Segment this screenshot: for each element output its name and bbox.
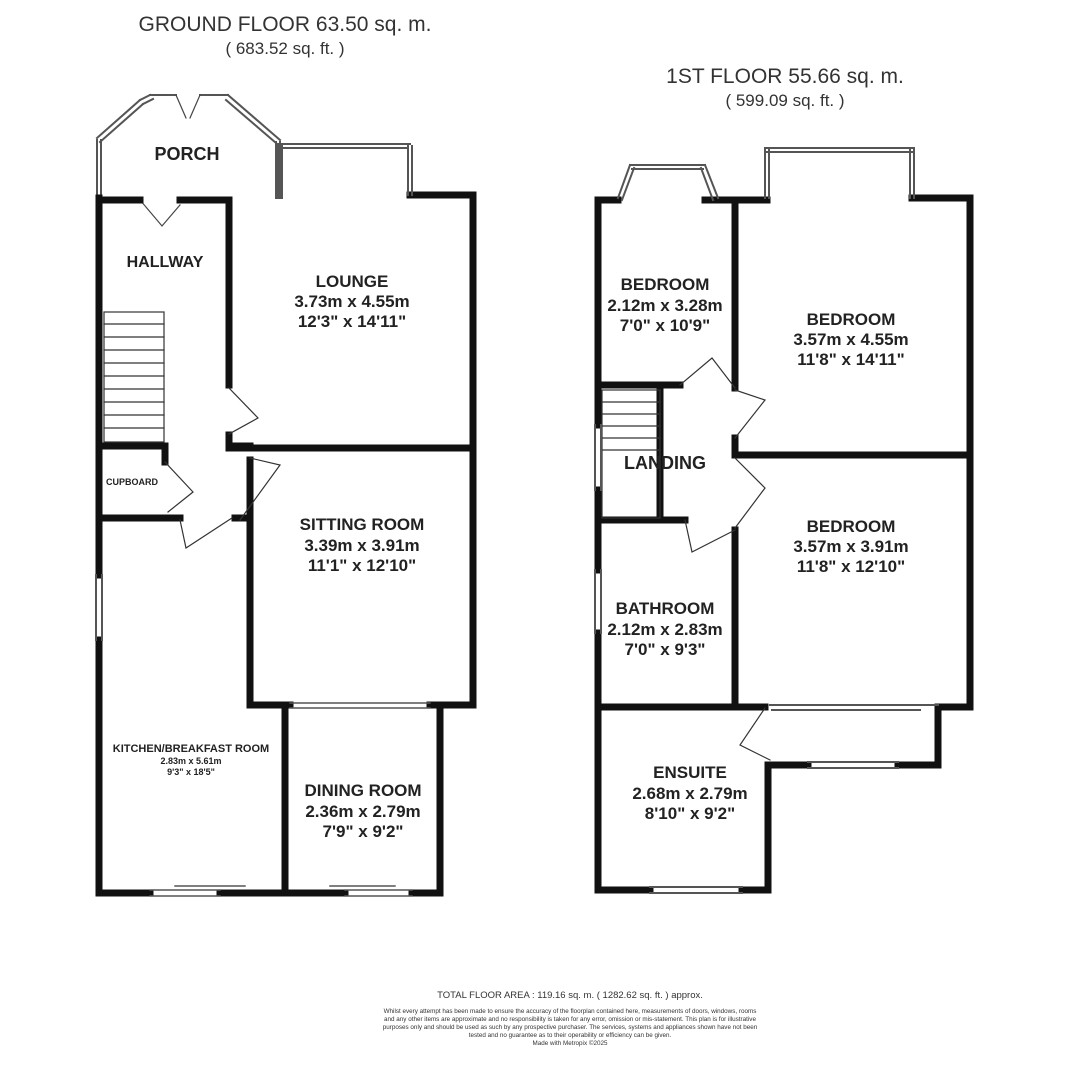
first-floor-title: 1ST FLOOR 55.66 sq. m. ( 599.09 sq. ft. … <box>590 65 980 113</box>
room-sitting-metric: 3.39m x 3.91m <box>304 536 419 555</box>
room-sitting-imperial: 11'1" x 12'10" <box>308 556 416 575</box>
total-floor-area: TOTAL FLOOR AREA : 119.16 sq. m. ( 1282.… <box>437 990 703 1001</box>
ground-staircase <box>103 311 165 443</box>
porch-front-door <box>139 94 201 227</box>
ground-room-labels: PORCH HALLWAY LOUNGE 3.73m x 4.55m 12'3"… <box>106 144 424 841</box>
ground-floor-plan <box>95 93 477 897</box>
room-cupboard-name: CUPBOARD <box>106 477 159 487</box>
small-bedroom-bay-window <box>616 163 720 202</box>
ground-floor-area-sqft: ( 683.52 sq. ft. ) <box>225 39 345 58</box>
front-bedroom-bay-window <box>764 147 915 199</box>
first-floor-plan <box>594 147 974 894</box>
room-porch-name: PORCH <box>154 144 219 164</box>
porch-bay-window <box>95 93 282 199</box>
ground-door-swings <box>164 387 282 549</box>
room-ensuite-metric: 2.68m x 2.79m <box>632 784 747 803</box>
room-kitchen-imperial: 9'3" x 18'5" <box>167 767 215 777</box>
room-lounge-name: LOUNGE <box>316 272 389 291</box>
room-dining-imperial: 7'9" x 9'2" <box>323 822 404 841</box>
rear-patio-doors <box>149 702 431 897</box>
first-floor-area-sqft: ( 599.09 sq. ft. ) <box>725 91 845 110</box>
disclaimer-text: Whilst every attempt has been made to en… <box>382 1008 758 1039</box>
room-kitchen-metric: 2.83m x 5.61m <box>160 756 221 766</box>
room-bedroom-front-name: BEDROOM <box>807 310 896 329</box>
room-ensuite-imperial: 8'10" x 9'2" <box>645 804 735 823</box>
landing-window <box>594 424 602 634</box>
first-floor-area: 1ST FLOOR 55.66 sq. m. <box>666 65 904 88</box>
lounge-bay-window <box>277 143 413 199</box>
room-dining-metric: 2.36m x 2.79m <box>305 802 420 821</box>
room-lounge-metric: 3.73m x 4.55m <box>294 292 409 311</box>
room-bedroom-small-imperial: 7'0" x 10'9" <box>620 316 710 335</box>
first-room-labels: BEDROOM 2.12m x 3.28m 7'0" x 10'9" BEDRO… <box>607 275 908 823</box>
room-sitting-name: SITTING ROOM <box>300 515 425 534</box>
room-bathroom-name: BATHROOM <box>616 599 715 618</box>
first-door-swings <box>679 357 771 761</box>
room-landing-name: LANDING <box>624 453 706 473</box>
first-rear-windows <box>649 704 939 894</box>
room-kitchen-name: KITCHEN/BREAKFAST ROOM <box>113 743 269 755</box>
room-lounge-imperial: 12'3" x 14'11" <box>298 312 406 331</box>
room-bedroom-small-metric: 2.12m x 3.28m <box>607 296 722 315</box>
metropix-credit: Made with Metropix ©2025 <box>532 1040 608 1047</box>
disclaimer-block: Whilst every attempt has been made to en… <box>380 1008 760 1048</box>
room-bathroom-metric: 2.12m x 2.83m <box>607 620 722 639</box>
room-bedroom-rear-metric: 3.57m x 3.91m <box>793 537 908 556</box>
room-bedroom-front-imperial: 11'8" x 14'11" <box>797 350 904 369</box>
room-bedroom-front-metric: 3.57m x 4.55m <box>793 330 908 349</box>
kitchen-side-window <box>95 574 103 641</box>
room-bedroom-rear-imperial: 11'8" x 12'10" <box>797 557 905 576</box>
ground-floor-area: GROUND FLOOR 63.50 sq. m. <box>138 13 432 36</box>
ground-floor-title: GROUND FLOOR 63.50 sq. m. ( 683.52 sq. f… <box>90 13 480 61</box>
room-bathroom-imperial: 7'0" x 9'3" <box>625 640 706 659</box>
room-bedroom-rear-name: BEDROOM <box>807 517 896 536</box>
room-dining-name: DINING ROOM <box>304 781 421 800</box>
room-hallway-name: HALLWAY <box>127 254 204 271</box>
room-bedroom-small-name: BEDROOM <box>621 275 710 294</box>
ground-floor-walls <box>95 191 477 897</box>
room-ensuite-name: ENSUITE <box>653 763 727 782</box>
